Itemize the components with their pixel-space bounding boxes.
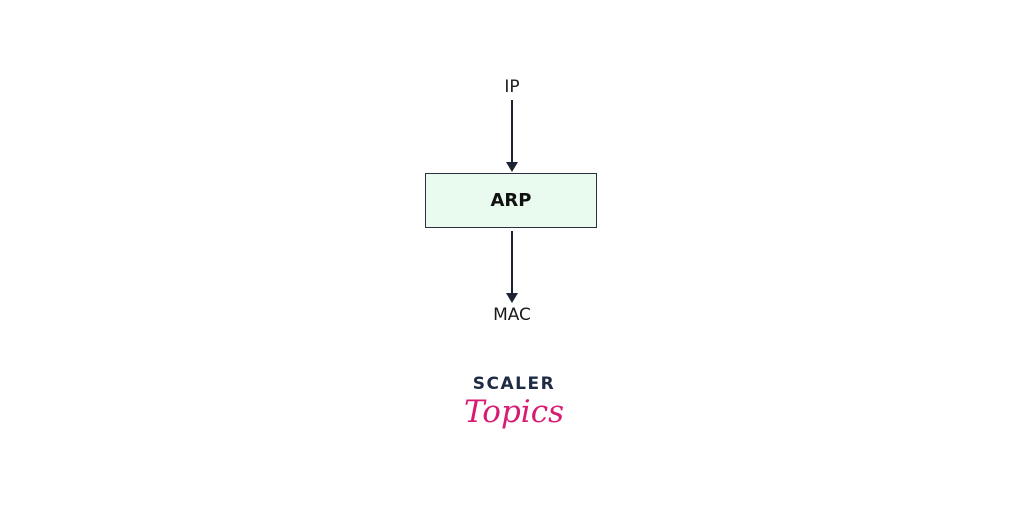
scaler-topics-logo: SCALER Topics xyxy=(464,374,564,430)
arp-process-box: ARP xyxy=(425,173,597,228)
arrow-arp-to-mac-head-icon xyxy=(506,293,518,303)
logo-scaler-text: SCALER xyxy=(473,374,555,394)
arrow-ip-to-arp-head-icon xyxy=(506,162,518,172)
arrow-arp-to-mac-line xyxy=(511,231,513,294)
input-label-ip: IP xyxy=(504,77,520,97)
arrow-ip-to-arp-line xyxy=(511,100,513,163)
output-label-mac: MAC xyxy=(493,305,531,325)
arp-process-label: ARP xyxy=(490,190,532,211)
logo-topics-text: Topics xyxy=(464,394,564,430)
